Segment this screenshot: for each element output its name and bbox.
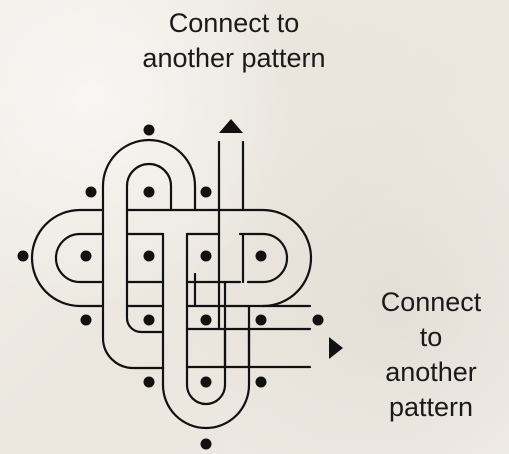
dot bbox=[256, 315, 267, 326]
dot-grid bbox=[18, 125, 324, 450]
arrow-right-triangle-icon bbox=[329, 337, 343, 359]
dot bbox=[313, 315, 324, 326]
dot bbox=[256, 377, 267, 388]
dot bbox=[144, 315, 155, 326]
dot bbox=[201, 439, 212, 450]
dot bbox=[81, 315, 92, 326]
loop-c-outer bbox=[163, 234, 249, 428]
dot bbox=[201, 315, 212, 326]
loop-b-outer bbox=[32, 210, 310, 306]
right-exit-mid bbox=[225, 329, 249, 367]
dot bbox=[144, 377, 155, 388]
dot bbox=[81, 251, 92, 262]
dot bbox=[86, 187, 97, 198]
dot bbox=[144, 187, 155, 198]
dot bbox=[201, 377, 212, 388]
arrow-up-triangle-icon bbox=[219, 119, 243, 133]
dot bbox=[256, 251, 267, 262]
dot bbox=[144, 125, 155, 136]
dot bbox=[144, 251, 155, 262]
loop-d bbox=[103, 306, 163, 368]
dot bbox=[201, 187, 212, 198]
dot bbox=[201, 251, 212, 262]
dot bbox=[18, 251, 29, 262]
